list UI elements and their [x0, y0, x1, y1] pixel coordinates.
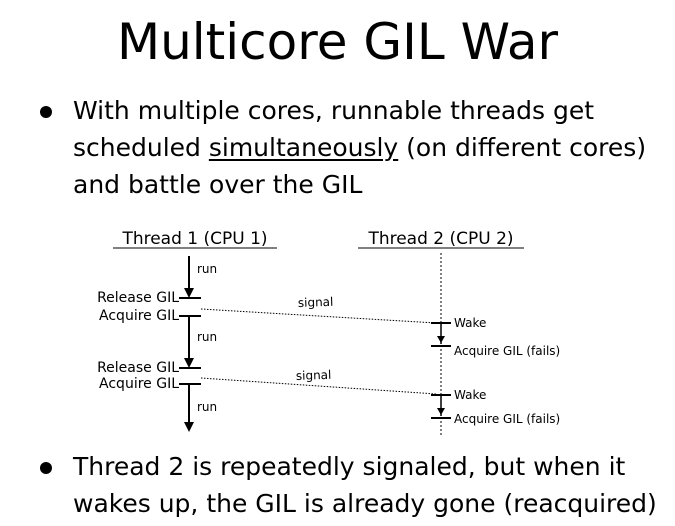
release-gil-label-2: Release GIL — [97, 360, 179, 376]
thread1-header: Thread 1 (CPU 1) — [121, 229, 267, 249]
emphasis-simultaneously: simultaneously — [208, 133, 399, 162]
signal-line-2 — [200, 377, 437, 395]
wake-label-1: Wake — [454, 316, 486, 330]
bullet-1-line-2-a: scheduled — [73, 133, 209, 162]
thread1-run-label-1: run — [197, 262, 217, 276]
acquire-fails-label-2: Acquire GIL (fails) — [454, 412, 560, 426]
thread2-header: Thread 2 (CPU 2) — [367, 229, 513, 249]
bullet-dot — [40, 462, 52, 474]
signal-line-1 — [200, 308, 437, 324]
thread2-wake-marker-2 — [431, 394, 451, 419]
bullet-dot — [40, 106, 52, 118]
wake-label-2: Wake — [454, 388, 486, 402]
acquire-gil-label-2: Acquire GIL — [99, 376, 179, 392]
acquire-fails-label-1: Acquire GIL (fails) — [454, 344, 560, 358]
signal-label-2: signal — [296, 368, 332, 383]
thread1-run-label-2: run — [197, 330, 217, 344]
bullet-1-line-2: scheduled simultaneously (on different c… — [73, 129, 646, 166]
bullet-1-line-2-c: (on different cores) — [398, 133, 647, 162]
release-gil-label-1: Release GIL — [97, 290, 179, 306]
bullet-1-line-1: With multiple cores, runnable threads ge… — [73, 96, 595, 125]
slide-title: Multicore GIL War — [116, 13, 559, 71]
thread1-run-arrow-3 — [184, 384, 194, 432]
acquire-gil-label-1: Acquire GIL — [99, 308, 179, 324]
bullet-1-line-3: and battle over the GIL — [73, 170, 363, 199]
bullet-2-line-2: wakes up, the GIL is already gone (reacq… — [73, 489, 657, 518]
thread2-wake-marker-1 — [431, 322, 451, 347]
thread1-run-arrow-2 — [184, 316, 194, 368]
signal-label-1: signal — [298, 295, 334, 310]
thread1-run-label-3: run — [197, 400, 217, 414]
bullet-2-line-1: Thread 2 is repeatedly signaled, but whe… — [73, 452, 626, 481]
thread1-run-arrow-1 — [184, 256, 194, 298]
